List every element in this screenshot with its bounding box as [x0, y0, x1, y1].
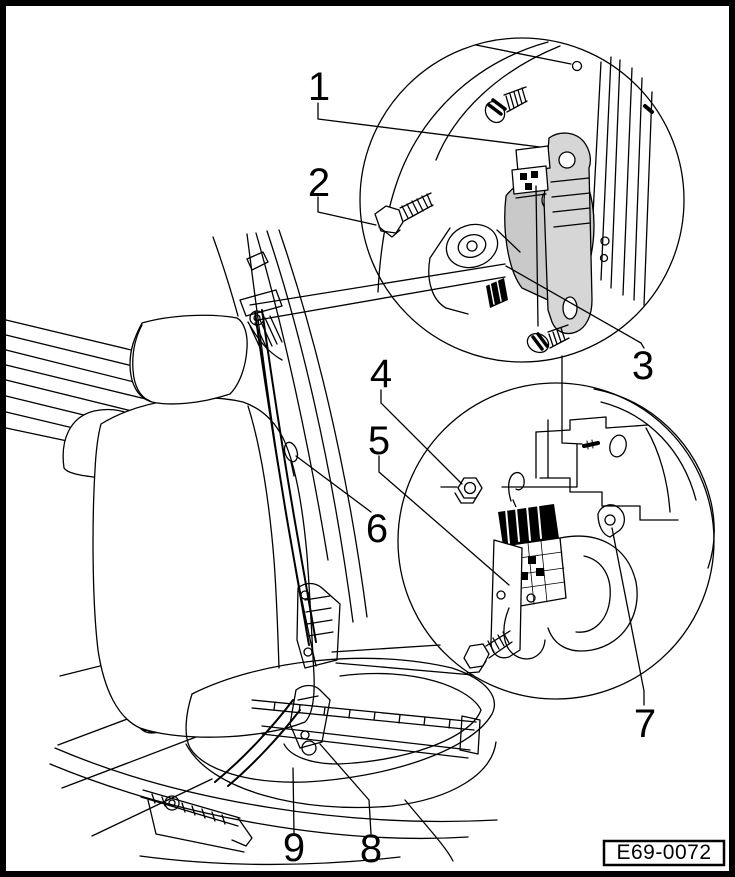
reference-code-text: E69-0072	[616, 841, 711, 864]
hex-bolt	[463, 630, 513, 674]
detail-circle-top	[359, 37, 685, 363]
callout-label-5: 5	[368, 419, 390, 463]
hex-nut	[440, 477, 483, 504]
seat-back	[92, 397, 315, 738]
seat-back-seam	[247, 405, 280, 669]
torx-bolt-lower	[526, 324, 570, 354]
callout-label-6: 6	[366, 507, 388, 551]
callout-label-9: 9	[283, 826, 305, 870]
small-screw	[582, 439, 600, 450]
front-headrest	[129, 314, 248, 405]
callout-label-7: 7	[634, 702, 656, 746]
callout-leader-lines	[292, 102, 645, 835]
seat-rails	[251, 699, 481, 759]
callout-label-3: 3	[632, 344, 654, 388]
mounting-hook	[508, 471, 525, 508]
callout-label-4: 4	[370, 352, 392, 396]
callout-2-bolt	[374, 192, 434, 238]
belt-retractor	[490, 504, 638, 660]
detail-circle-bottom	[397, 355, 715, 700]
shoulder-anchor-barrel	[428, 185, 539, 327]
seat-cushion	[185, 657, 497, 809]
torx-bolt-upper	[484, 86, 528, 124]
callout-label-8: 8	[360, 827, 382, 871]
callout-label-1: 1	[308, 65, 330, 109]
detail-connector-lines	[249, 263, 506, 676]
reference-code-box: E69-0072	[602, 839, 726, 867]
seat-belt-and-hardware	[140, 251, 341, 853]
callout-label-2: 2	[308, 161, 330, 205]
door-sill-lines	[49, 656, 498, 866]
